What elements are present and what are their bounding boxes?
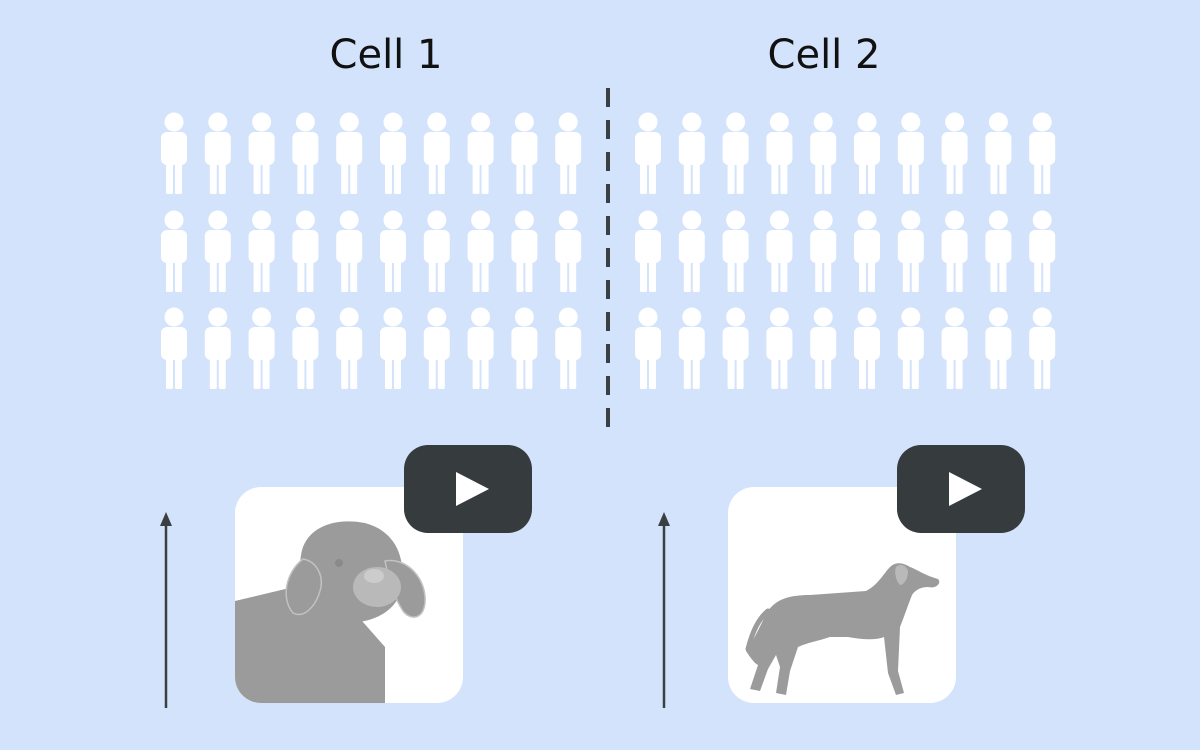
person-icon	[854, 112, 880, 194]
person-icon	[722, 210, 749, 292]
person-icon	[292, 210, 319, 292]
cell-1-people	[161, 112, 582, 389]
person-icon	[161, 307, 187, 389]
person-icon	[810, 307, 837, 389]
person-icon	[678, 307, 705, 389]
person-icon	[897, 307, 924, 389]
person-icon	[336, 210, 363, 292]
dashed-divider	[606, 88, 610, 428]
person-icon	[292, 112, 319, 194]
play-button[interactable]	[897, 445, 1025, 533]
person-icon	[423, 112, 450, 194]
person-icon	[511, 307, 538, 389]
person-icon	[204, 210, 231, 292]
person-icon	[467, 112, 494, 194]
people-grid	[161, 112, 1056, 389]
person-icon	[810, 112, 837, 194]
person-icon	[336, 307, 363, 389]
person-icon	[336, 112, 363, 194]
dog-standing-icon	[745, 563, 940, 695]
person-icon	[555, 112, 582, 194]
person-icon	[1029, 210, 1056, 292]
person-icon	[941, 112, 968, 194]
person-icon	[635, 112, 661, 194]
cell-2-title: Cell 2	[767, 32, 881, 78]
person-icon	[248, 210, 275, 292]
person-icon	[423, 307, 450, 389]
dog-closeup-icon	[235, 521, 426, 703]
person-icon	[635, 307, 661, 389]
person-icon	[897, 112, 924, 194]
person-icon	[555, 307, 582, 389]
person-icon	[380, 210, 406, 292]
person-icon	[722, 307, 749, 389]
cell-1-title: Cell 1	[329, 32, 443, 78]
person-icon	[897, 210, 924, 292]
play-button[interactable]	[404, 445, 532, 533]
play-icon	[949, 472, 982, 506]
person-icon	[1029, 307, 1056, 389]
video-thumbnail-1[interactable]	[235, 487, 463, 703]
cell-2-people	[635, 112, 1056, 389]
person-icon	[248, 307, 275, 389]
person-icon	[555, 210, 582, 292]
person-icon	[766, 112, 793, 194]
person-icon	[985, 112, 1012, 194]
person-icon	[678, 112, 705, 194]
person-icon	[380, 307, 406, 389]
person-icon	[467, 210, 494, 292]
person-icon	[678, 210, 705, 292]
person-icon	[854, 210, 880, 292]
person-icon	[204, 307, 231, 389]
person-icon	[1029, 112, 1056, 194]
person-icon	[511, 112, 538, 194]
person-icon	[380, 112, 406, 194]
person-icon	[985, 307, 1012, 389]
person-icon	[467, 307, 494, 389]
person-icon	[292, 307, 319, 389]
arrow-up-icon	[160, 512, 172, 708]
person-icon	[941, 307, 968, 389]
arrow-up-icon	[658, 512, 670, 708]
person-icon	[511, 210, 538, 292]
person-icon	[635, 210, 661, 292]
person-icon	[204, 112, 231, 194]
person-icon	[766, 307, 793, 389]
person-icon	[423, 210, 450, 292]
person-icon	[248, 112, 275, 194]
person-icon	[766, 210, 793, 292]
person-icon	[161, 112, 187, 194]
person-icon	[810, 210, 837, 292]
person-icon	[854, 307, 880, 389]
person-icon	[722, 112, 749, 194]
person-icon	[161, 210, 187, 292]
play-icon	[456, 472, 489, 506]
person-icon	[985, 210, 1012, 292]
person-icon	[941, 210, 968, 292]
